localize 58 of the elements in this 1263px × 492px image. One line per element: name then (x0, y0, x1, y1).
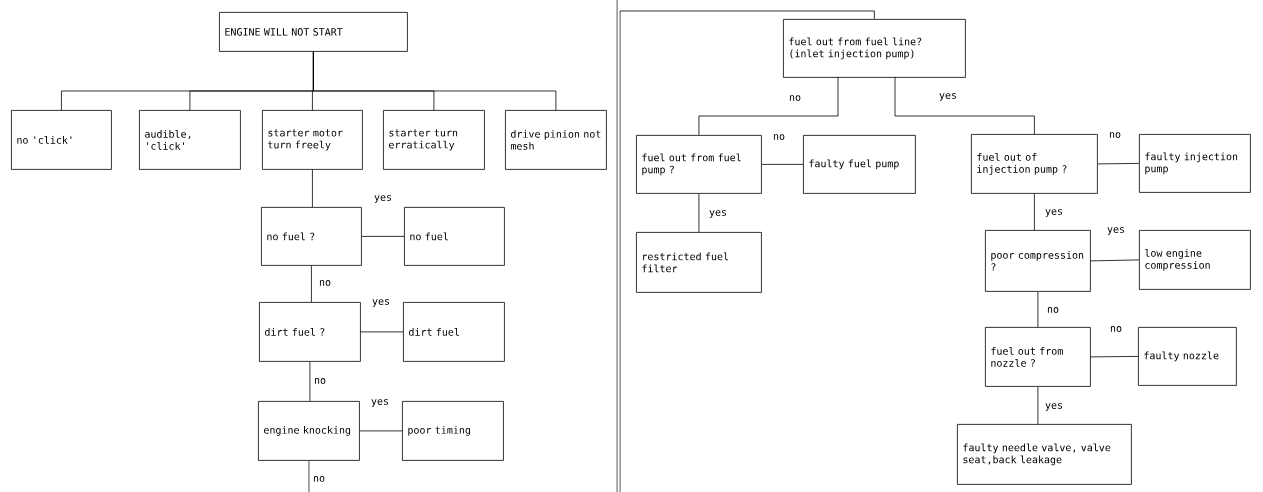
connector-line (894, 76, 1035, 135)
edge-label: no (1108, 131, 1122, 139)
edge-label: no (312, 475, 327, 483)
flow-box: faulty nozzle (1138, 327, 1237, 386)
connector-line (311, 265, 312, 303)
connector-line (698, 193, 700, 233)
flow-box: low engine compression (1139, 230, 1251, 290)
flow-box: no fuel ? (261, 207, 362, 266)
edge-label: yes (1105, 226, 1127, 236)
flow-box: faulty fuel pump (803, 135, 916, 194)
connector-line (619, 10, 875, 492)
flow-box: no 'click' (11, 110, 112, 170)
edge-label: no (788, 94, 803, 102)
edge-label: no (313, 377, 328, 385)
connector-line (1034, 193, 1035, 231)
connector-line (359, 430, 403, 432)
flow-box: fuel out from nozzle ? (985, 327, 1091, 387)
flow-box: dirt fuel ? (259, 302, 361, 362)
connector-line (1097, 163, 1140, 165)
connector-line (761, 164, 804, 165)
edge-label: yes (373, 194, 394, 204)
connector-line (309, 361, 311, 402)
edge-label: no (1109, 325, 1123, 333)
flow-box: starter motor turn freely (262, 110, 363, 170)
flow-box: fuel out of injection pump ? (971, 134, 1098, 194)
connector-line (360, 331, 404, 333)
edge-label: yes (1043, 402, 1065, 412)
flow-box: drive pinion not mesh (505, 110, 607, 170)
flow-box: no fuel (404, 207, 505, 266)
flow-box: poor timing (402, 401, 504, 461)
connector-line (1037, 291, 1039, 328)
flow-box: ENGINE WILL NOT START (219, 12, 408, 52)
connector-line (313, 51, 557, 111)
connector-line (308, 460, 310, 492)
connector-line (1090, 356, 1139, 358)
flow-box: fuel out from fuel line? (inlet injection pump) (783, 19, 966, 78)
flow-box: fuel out from fuel pump ? (636, 135, 762, 194)
flow-box: poor compression ? (985, 230, 1091, 292)
connector-line (1037, 386, 1039, 425)
edge-label: yes (937, 92, 959, 102)
edge-label: yes (371, 298, 392, 308)
flow-box: faulty injection pump (1139, 134, 1251, 193)
connector-line (312, 169, 313, 208)
edge-label: no (318, 279, 333, 287)
edge-label: yes (370, 398, 391, 408)
flow-box: starter turn erratically (383, 110, 485, 170)
edge-label: no (1046, 306, 1060, 314)
connector-line (1090, 259, 1140, 262)
edge-label: no (772, 133, 787, 141)
edge-label: yes (1043, 208, 1065, 218)
flow-box: engine knocking (258, 401, 360, 461)
connector-line (698, 76, 839, 136)
flow-box: audible, 'click' (139, 110, 241, 170)
edge-label: yes (708, 209, 729, 219)
connector-line (361, 236, 405, 237)
flow-box: faulty needle valve, valve seat,back leakage (957, 424, 1132, 485)
flow-box: dirt fuel (403, 302, 505, 362)
flow-box: restricted fuel filter (636, 232, 762, 293)
